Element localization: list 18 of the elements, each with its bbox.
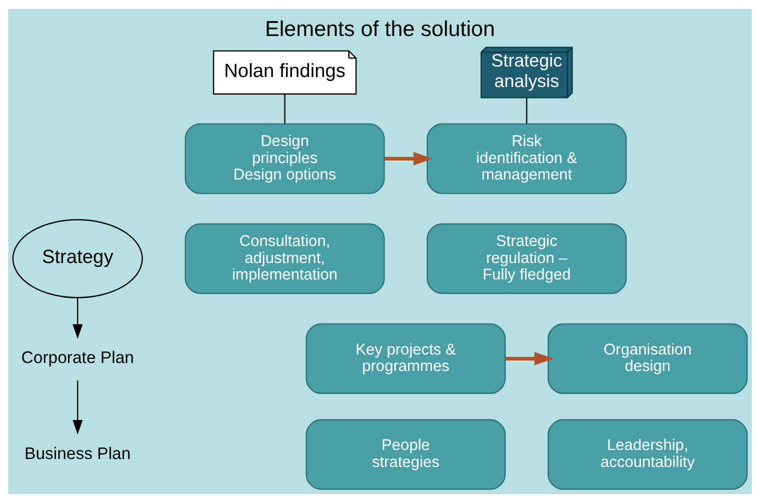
arrow	[384, 152, 433, 166]
arrow	[72, 380, 83, 434]
node-box: Leadership, accountability	[548, 419, 748, 490]
connector	[284, 94, 286, 124]
node-box: Key projects & programmes	[306, 323, 506, 394]
node-box: Risk identification & management	[426, 123, 627, 194]
node-box: People strategies	[306, 419, 506, 490]
node-box: Strategic regulation – Fully fledged	[426, 223, 627, 294]
node-box: Consultation, adjustment, implementation	[184, 223, 385, 294]
node-ellipse: Strategy	[12, 219, 143, 298]
connector	[526, 98, 528, 124]
node-box: Organisation design	[548, 323, 748, 394]
node-box: Design principles Design options	[184, 123, 385, 194]
node-text: Corporate Plan	[21, 348, 134, 368]
diagram-title: Elements of the solution	[265, 16, 495, 41]
arrow	[72, 298, 83, 339]
node-text: Business Plan	[24, 444, 131, 463]
arrow	[505, 352, 554, 366]
